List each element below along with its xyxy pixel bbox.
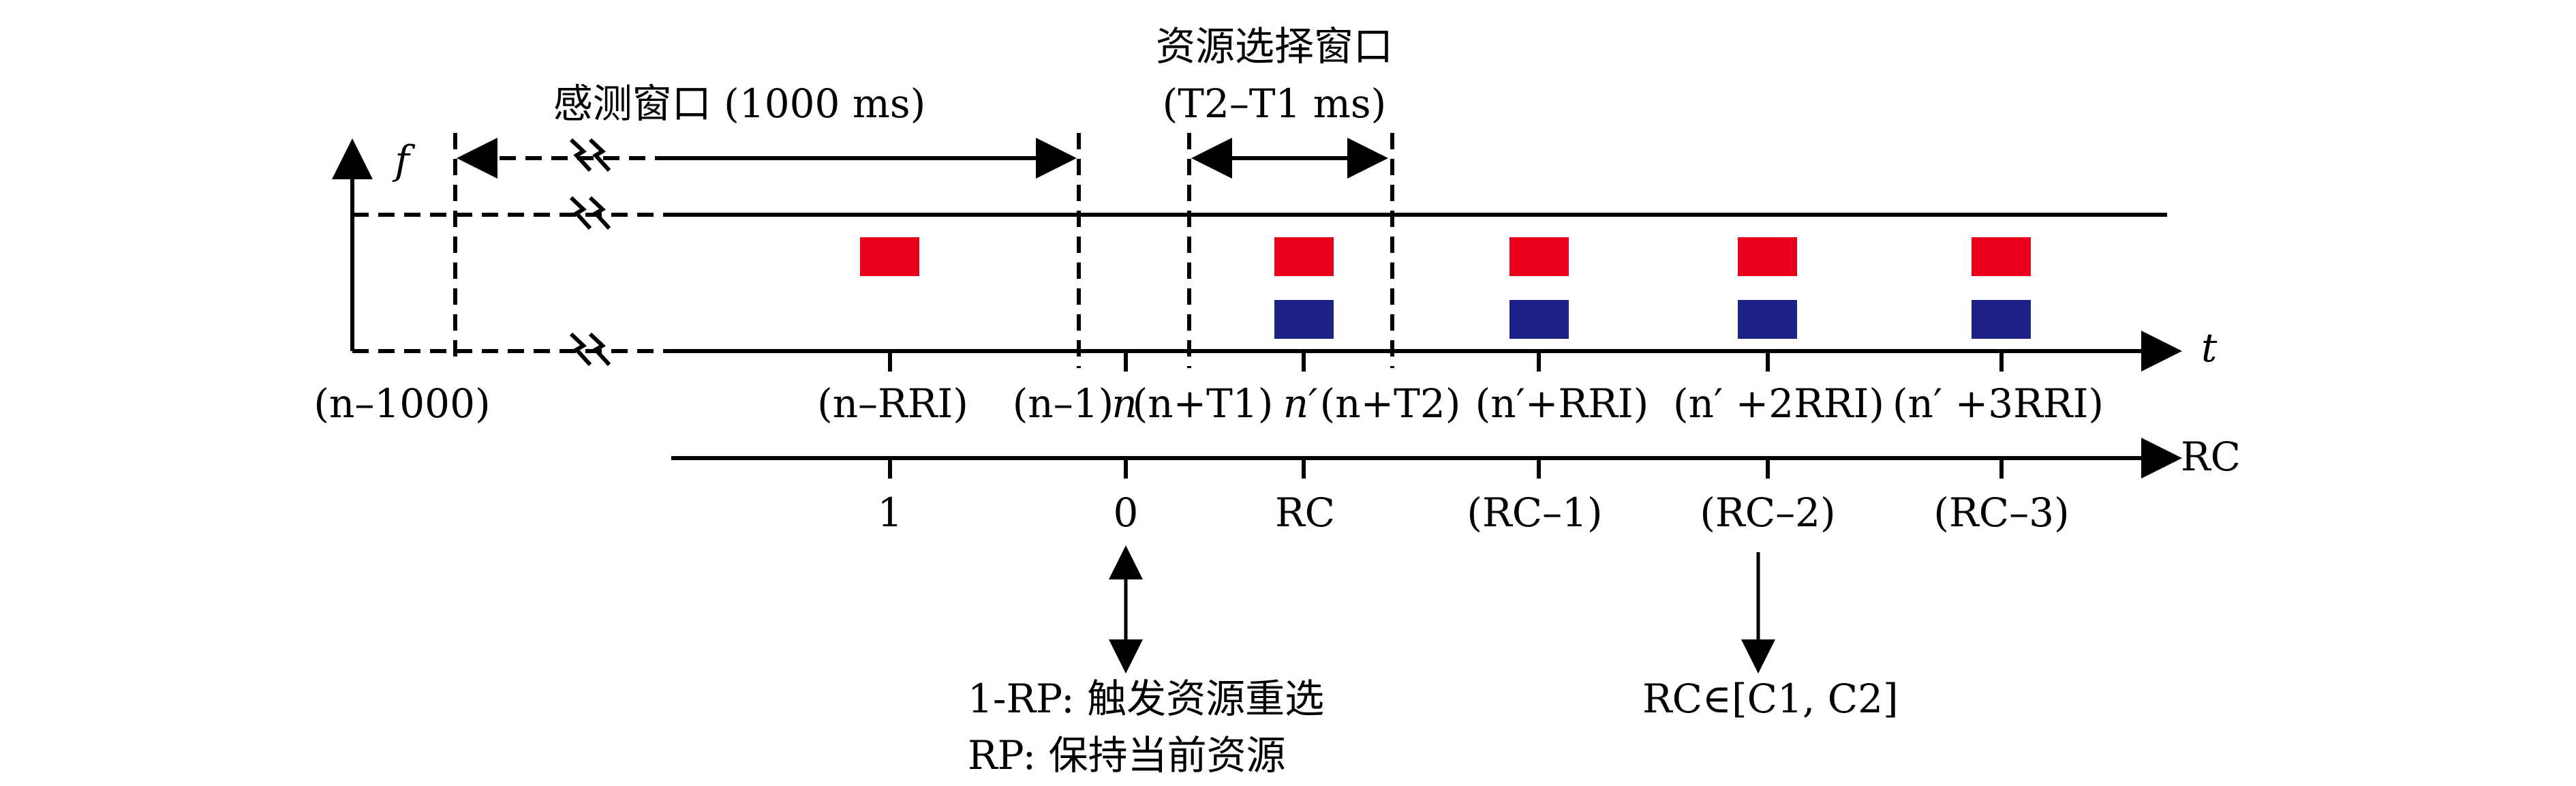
selection-window-subtitle: (T2–T1 ms): [1163, 80, 1387, 127]
reselect-note-line2: RP: 保持当前资源: [968, 732, 1286, 779]
break-mark-middle: [569, 196, 611, 230]
frequency-axis-label: f: [392, 137, 416, 183]
blue-block-rc-minus-3: [1972, 300, 2031, 339]
label-n-plus-t2: (n+T2): [1320, 380, 1461, 427]
red-block-rc: [1274, 237, 1334, 276]
selection-window-title: 资源选择窗口: [1156, 23, 1393, 70]
label-n-prime-plus-2rri: (n′ +2RRI): [1673, 380, 1884, 427]
red-block-rc-minus-2: [1738, 237, 1797, 276]
sensing-window-title: 感测窗口 (1000 ms): [553, 80, 926, 127]
label-n-minus-1000: (n–1000): [313, 380, 490, 427]
blue-block-rc: [1274, 300, 1334, 339]
label-n: n: [1111, 380, 1137, 427]
label-n-minus-rri: (n–RRI): [817, 380, 968, 427]
rc-label-rc-minus-1: (RC–1): [1467, 489, 1602, 536]
red-block-rc-minus-3: [1972, 237, 2031, 276]
rc-label-one: 1: [878, 489, 903, 536]
time-axis-label: t: [2201, 324, 2218, 371]
break-mark-bottom: [569, 332, 611, 367]
blue-block-rc-minus-1: [1509, 300, 1569, 339]
label-n-prime-plus-3rri: (n′ +3RRI): [1892, 380, 2104, 427]
rc-label-rc-minus-3: (RC–3): [1933, 489, 2069, 536]
label-n-prime: n′: [1283, 380, 1318, 427]
label-n-minus-1: (n–1): [1013, 380, 1114, 427]
red-block-rc-minus-1: [1509, 237, 1569, 276]
rc-label-rc-minus-2: (RC–2): [1700, 489, 1835, 536]
red-block-sensing: [860, 237, 919, 276]
break-mark-top: [569, 138, 611, 172]
blue-block-rc-minus-2: [1738, 300, 1797, 339]
rc-axis-label: RC: [2181, 434, 2241, 480]
label-n-plus-t1: (n+T1): [1133, 380, 1274, 427]
label-n-prime-plus-rri: (n′+RRI): [1475, 380, 1649, 427]
rc-range-note: RC∈[C1, C2]: [1642, 676, 1899, 722]
rc-label-zero: 0: [1114, 489, 1139, 536]
reselect-note-line1: 1-RP: 触发资源重选: [968, 676, 1324, 722]
rc-label-rc: RC: [1275, 489, 1335, 536]
